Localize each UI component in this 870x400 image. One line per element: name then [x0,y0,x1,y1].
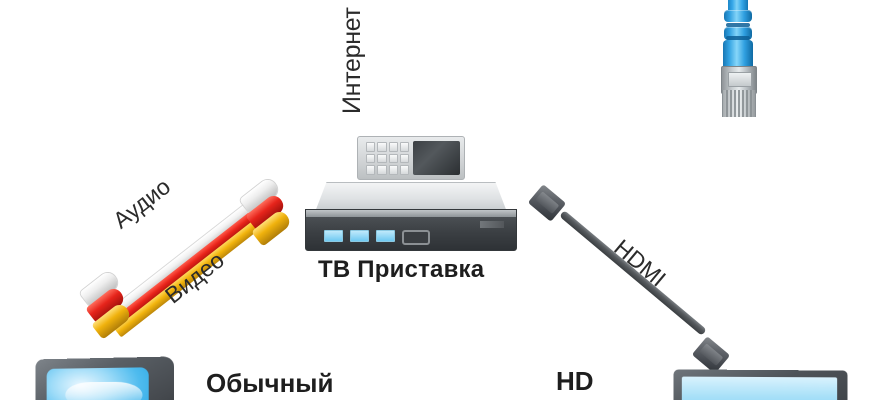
remote-key [388,142,398,152]
remote-control [357,136,465,180]
standard-tv-label: Обычный [206,368,334,398]
rj45-plug-window [728,72,752,87]
brand-logo-icon [480,221,504,228]
rj45-pin-icon [738,90,740,117]
set-top-box-front-band [306,210,516,217]
remote-key [399,142,409,152]
remote-key [377,165,387,175]
standard-tv [18,352,188,400]
rj45-connector [715,0,761,121]
internet-label: Интернет [338,7,366,114]
rj45-pin-icon [726,90,728,117]
rj45-groove-icon [726,23,750,27]
rj45-pin-icon [746,90,748,117]
remote-keypad [366,142,409,175]
rj45-pin-icon [734,90,736,117]
rj45-pin-array [722,90,756,117]
rj45-pin-icon [742,90,744,117]
set-top-box-top [315,182,507,212]
standard-tv-screen [46,367,153,400]
remote-key [366,153,376,164]
rca-cable-group [75,175,295,345]
hdmi-cable-group [527,184,740,375]
remote-key [388,165,398,175]
standard-tv-screen-glare [65,381,143,400]
internet-cable-group [330,0,757,126]
remote-key [399,153,409,164]
hd-tv-screen [681,376,838,400]
status-led-icon [350,230,369,242]
remote-key [377,153,387,164]
hd-tv [673,362,865,400]
set-top-box-label: ТВ Приставка [318,256,485,283]
status-led-icon [324,230,343,242]
remote-key [388,153,398,164]
remote-display [413,141,460,175]
remote-key [366,165,376,175]
hd-tv-label: HD [556,366,594,396]
remote-key [366,142,376,152]
card-slot-icon [402,230,430,245]
hd-tv-body [673,369,848,400]
rj45-pin-icon [750,90,752,117]
remote-body [357,136,465,180]
remote-key [399,165,409,175]
rj45-pin-icon [730,90,732,117]
standard-tv-body [35,356,175,400]
rj45-boot-icon [723,40,753,68]
set-top-box-front-panel [305,209,517,251]
rj45-groove-icon [726,36,750,40]
status-led-icon [376,230,395,242]
set-top-box [305,182,517,252]
remote-key [377,142,387,152]
rj45-rib-icon [724,10,752,22]
